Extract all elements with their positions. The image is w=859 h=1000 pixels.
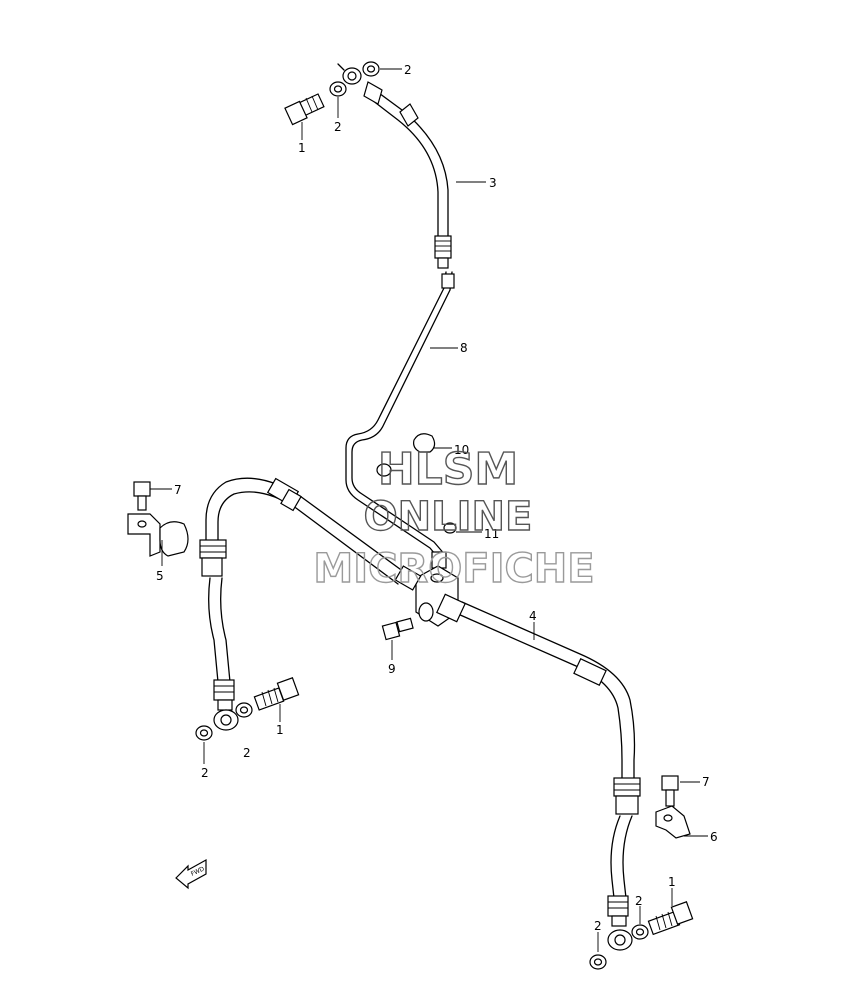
banjo-bolt-left — [253, 677, 300, 711]
callout-numbers: 2 2 1 3 8 10 11 7 5 4 9 1 2 2 7 6 1 2 2 — [156, 63, 718, 933]
joint-mounting-bolt — [381, 617, 414, 641]
callout-4: 4 — [529, 609, 537, 623]
upper-brake-hose — [363, 81, 452, 269]
callout-5: 5 — [156, 569, 164, 583]
left-hose-bracket — [127, 513, 189, 557]
callout-2-mid-a: 2 — [243, 746, 251, 760]
watermark-line-3: MICROFICHE — [313, 546, 594, 592]
brake-pipe — [345, 271, 455, 569]
washer-left-inner — [235, 702, 253, 718]
watermark-line-2: ONLINE — [364, 494, 533, 540]
callout-9: 9 — [388, 662, 396, 676]
callout-6: 6 — [710, 830, 718, 844]
callout-1-top: 1 — [298, 141, 306, 155]
leader-lines — [150, 68, 708, 952]
pipe-grommet — [376, 463, 457, 534]
callout-2-top: 2 — [404, 63, 412, 77]
callout-10: 10 — [454, 443, 469, 457]
left-brake-hose — [199, 477, 422, 711]
banjo-bolt-top — [284, 93, 325, 126]
washer-top-left — [329, 81, 347, 97]
callout-1-mid: 1 — [276, 723, 284, 737]
left-banjo-fitting — [213, 709, 239, 731]
watermark-line-1: HLSM — [378, 444, 518, 495]
upper-banjo-fitting — [337, 63, 362, 85]
bracket-bolt-left — [133, 481, 151, 511]
callout-2-top-left: 2 — [334, 120, 342, 134]
washer-right-outer — [589, 954, 607, 970]
callout-1-bottom: 1 — [668, 875, 676, 889]
callout-7-left: 7 — [174, 483, 182, 497]
callout-3: 3 — [489, 176, 497, 190]
callout-2-bottom-a: 2 — [594, 919, 602, 933]
pipe-clamp — [413, 433, 436, 453]
banjo-bolt-right — [647, 901, 694, 936]
callout-7-right: 7 — [702, 775, 710, 789]
forward-arrow-icon: FWD — [175, 858, 207, 890]
right-banjo-fitting — [607, 929, 633, 951]
washer-top-right — [362, 61, 380, 77]
callout-2-mid-b: 2 — [201, 766, 209, 780]
right-brake-hose — [436, 593, 641, 927]
right-hose-bracket — [655, 805, 691, 839]
bracket-bolt-right — [661, 775, 679, 807]
callout-11: 11 — [484, 527, 499, 541]
callout-2-bottom-b: 2 — [635, 894, 643, 908]
washer-right-inner — [631, 924, 649, 940]
callout-8: 8 — [460, 341, 468, 355]
washer-left-outer — [195, 725, 213, 741]
watermark: HLSM ONLINE MICROFICHE — [313, 443, 596, 592]
